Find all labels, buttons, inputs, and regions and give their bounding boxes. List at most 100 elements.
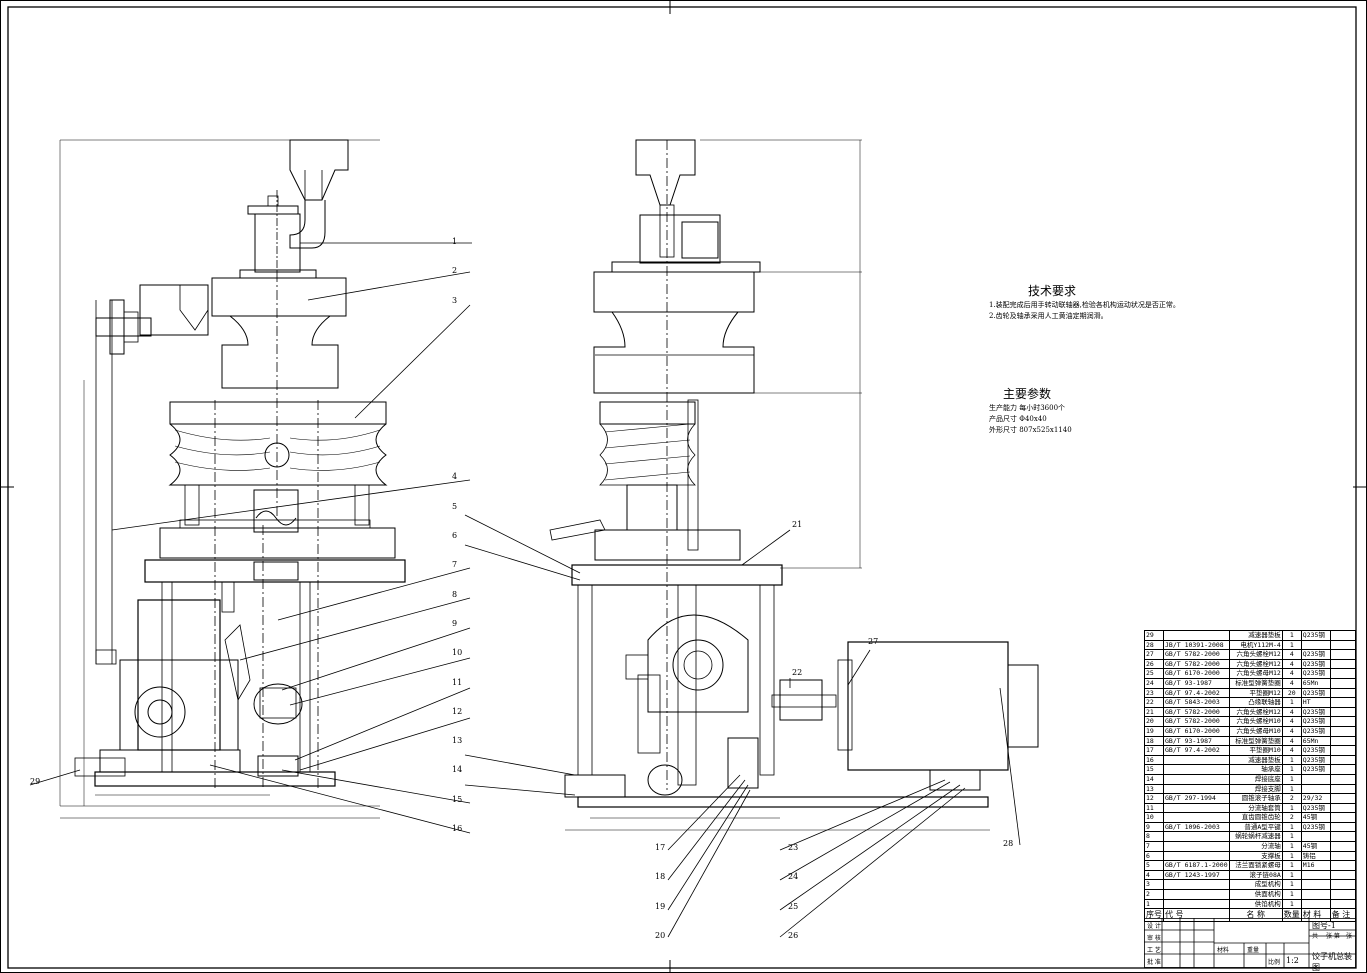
bom-cell-mat [1300,783,1331,795]
bom-cell-no: 18 [1144,735,1164,747]
bom-cell-qty: 4 [1281,658,1302,670]
bom-cell-mat [1300,889,1331,900]
scale-value: 1:2 [1286,956,1299,965]
callout-12: 12 [452,707,463,716]
bom-cell-qty: 1 [1281,697,1302,708]
bom-cell-name: 六角头螺母M12 [1228,668,1283,679]
bom-cell-qty: 1 [1281,754,1302,766]
bom-cell-qty: 4 [1281,668,1302,679]
bom-cell-qty: 1 [1281,821,1302,833]
bom-cell-mat: M16 [1300,860,1331,871]
bom-cell-no: 11 [1144,802,1164,814]
sheet-end-label: 张 [1346,933,1353,940]
bom-cell-rem [1329,658,1357,670]
bom-cell-no: 15 [1144,764,1164,775]
bom-cell-code: GB/T 93-1987 [1163,677,1230,689]
bom-cell-no: 8 [1144,831,1164,843]
bom-cell-name: 平垫圈M12 [1228,687,1283,699]
bom-cell-no: 26 [1144,658,1164,670]
callout-25: 25 [788,902,799,911]
bom-cell-no: 10 [1144,812,1164,823]
drawing-name: 饺子机总装图 [1312,952,1352,972]
bom-cell-mat: Q235钢 [1300,802,1331,814]
callout-14: 14 [452,765,463,774]
bom-cell-qty: 4 [1281,706,1302,718]
bom-cell-rem [1329,879,1357,891]
callout-20: 20 [655,931,666,940]
tech-requirements-title: 技术要求 [1028,284,1077,298]
bom-cell-code: GB/T 97.4-2002 [1163,687,1230,699]
bom-cell-name: 减速器垫板 [1228,630,1283,641]
callout-22: 22 [792,668,803,677]
bom-cell-rem [1329,831,1357,843]
bom-cell-code: GB/T 5782-2000 [1163,706,1230,718]
bom-cell-code: GB/T 6170-2000 [1163,725,1230,737]
bom-cell-name: 滚子链08A [1228,869,1283,881]
sheet-label: 共 [1312,933,1319,940]
bom-cell-no: 6 [1144,850,1164,862]
callout-6: 6 [452,531,458,540]
bom-cell-rem [1329,783,1357,795]
design-label: 设 计 [1147,923,1161,930]
param-overall-size: 外形尺寸 807x525x1140 [989,426,1072,434]
callout-9: 9 [452,619,458,628]
bom-cell-name: 电机Y112M-4 [1228,639,1283,651]
bom-cell-code [1163,812,1230,823]
bom-cell-no: 27 [1144,649,1164,660]
bom-cell-mat: Q235钢 [1300,745,1331,756]
bom-cell-name: 分流轴 [1228,841,1283,852]
bom-cell-qty: 1 [1281,630,1302,641]
callout-18: 18 [655,872,666,881]
bom-cell-no: 4 [1144,869,1164,881]
bom-cell-mat [1300,879,1331,891]
bom-cell-rem [1329,687,1357,699]
bom-cell-code [1163,754,1230,766]
bom-cell-qty: 1 [1281,802,1302,814]
bom-cell-rem [1329,898,1357,910]
bom-cell-rem [1329,725,1357,737]
bom-cell-qty: 1 [1281,860,1302,871]
bom-cell-code: GB/T 97.4-2002 [1163,745,1230,756]
bom-cell-no: 1 [1144,898,1164,910]
param-capacity: 生产能力 每小时3600个 [989,404,1066,412]
bom-cell-code [1163,630,1230,641]
bom-cell-name: 焊接支脚 [1228,783,1283,795]
bom-cell-mat: 65Mn [1300,735,1331,747]
bom-cell-name: 支撑板 [1228,850,1283,862]
param-product-size: 产品尺寸 Φ40x40 [989,415,1047,423]
bom-cell-name: 直齿圆锥齿轮 [1228,812,1283,823]
bom-cell-rem [1329,735,1357,747]
bom-cell-mat [1300,639,1331,651]
bom-cell-code: JB/T 10391-2008 [1163,639,1230,651]
bom-cell-mat: 29/32 [1300,793,1331,804]
bom-cell-qty: 1 [1281,898,1302,910]
bom-cell-no: 12 [1144,793,1164,804]
bom-cell-mat: Q235钢 [1300,630,1331,641]
bom-cell-name: 平垫圈M10 [1228,745,1283,756]
bom-cell-mat: Q235钢 [1300,725,1331,737]
bom-cell-rem [1329,677,1357,689]
bom-cell-qty: 1 [1281,841,1302,852]
bom-cell-mat: Q235钢 [1300,668,1331,679]
bom-cell-qty: 4 [1281,735,1302,747]
bom-cell-code: GB/T 5782-2000 [1163,649,1230,660]
bom-cell-code [1163,773,1230,785]
